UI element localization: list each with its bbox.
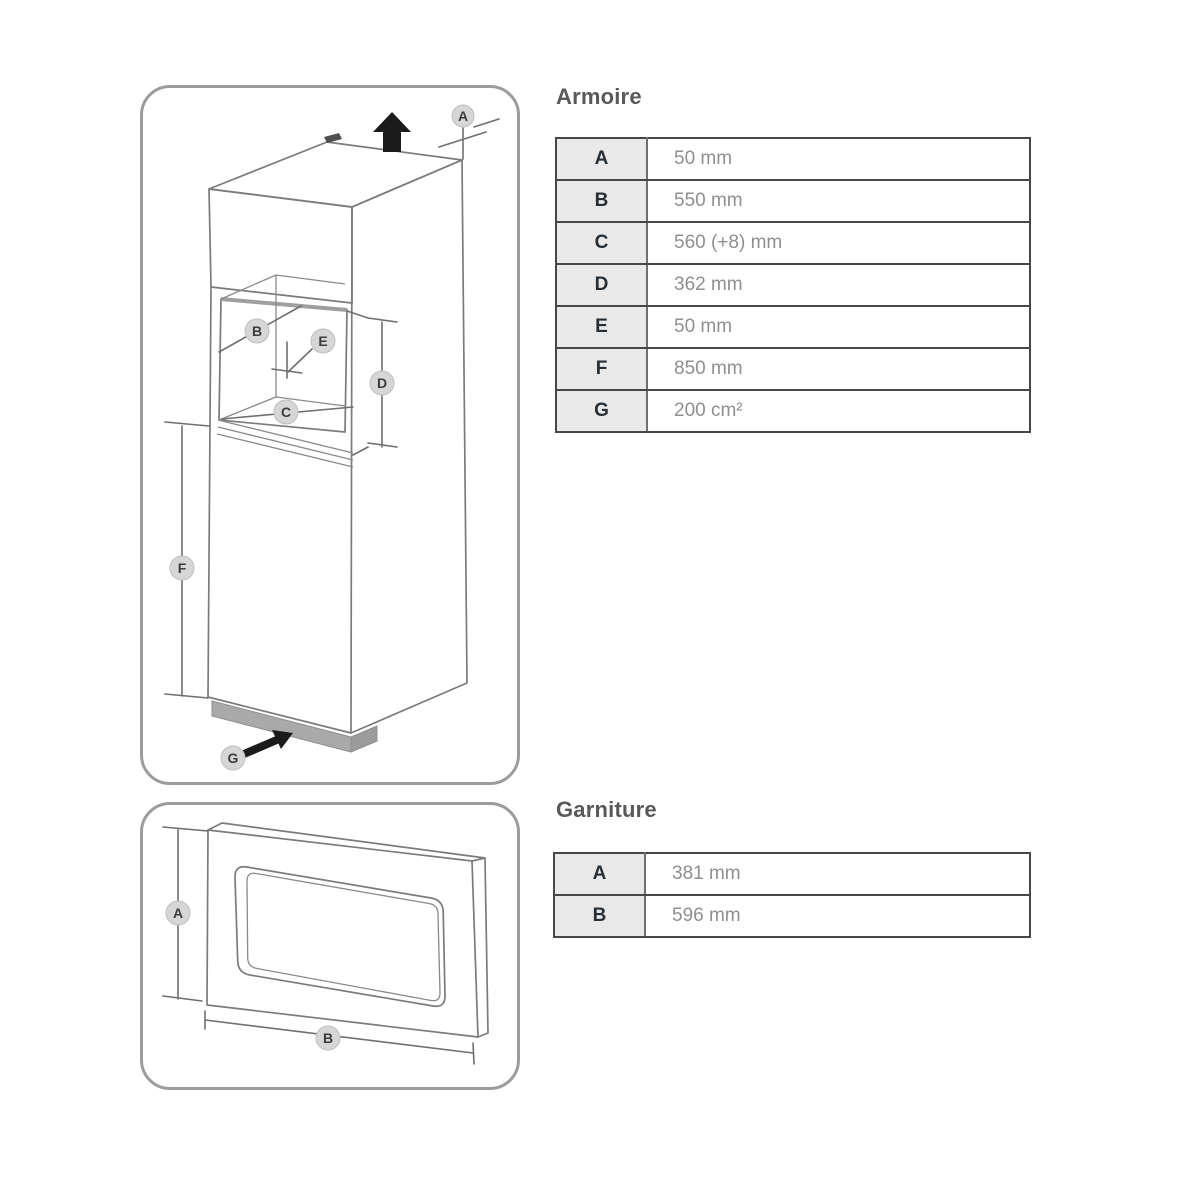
table-row: B 550 mm [556, 179, 1030, 223]
dim-key-cell: A [554, 852, 646, 896]
svg-text:C: C [281, 404, 291, 420]
svg-text:D: D [377, 375, 387, 391]
dim-label-d: D [369, 370, 395, 396]
dim-key-cell: B [556, 179, 648, 223]
svg-text:F: F [178, 560, 187, 576]
table-row: A 50 mm [556, 137, 1030, 181]
dim-d: D [346, 310, 398, 456]
svg-text:G: G [228, 750, 239, 766]
table-row: C 560 (+8) mm [556, 221, 1030, 265]
table-row: A 381 mm [554, 852, 1030, 896]
dim-value-cell: 550 mm [647, 179, 1030, 223]
trim-line-art [206, 822, 489, 1038]
dim-value-cell: 596 mm [645, 894, 1030, 938]
table-row: G 200 cm² [556, 389, 1030, 433]
svg-text:B: B [252, 323, 262, 339]
dim-c: C [221, 399, 354, 425]
dim-value-cell: 362 mm [647, 263, 1030, 307]
cabinet-diagram: A B E [164, 104, 500, 771]
dim-e: E [271, 328, 336, 379]
dim-label-e: E [310, 328, 336, 354]
up-arrow-icon [373, 112, 411, 152]
svg-text:E: E [318, 333, 327, 349]
dim-value-cell: 850 mm [647, 347, 1030, 391]
table-row: B 596 mm [554, 894, 1030, 938]
trim-dim-b: B [204, 1010, 475, 1065]
dim-label-c: C [273, 399, 299, 425]
vent-strip-side [350, 725, 378, 753]
airflow-arrow-icon [242, 735, 281, 758]
dim-label-b: B [244, 318, 270, 344]
dim-value-cell: 200 cm² [647, 389, 1030, 433]
table-row: F 850 mm [556, 347, 1030, 391]
trim-dim-label-a: A [165, 900, 191, 926]
dim-value-cell: 560 (+8) mm [647, 221, 1030, 265]
trim-dim-a: A [162, 826, 209, 1002]
dim-g: G [220, 730, 293, 771]
dim-key-cell: G [556, 389, 648, 433]
dim-label-a: A [451, 104, 475, 128]
hinge-notch [324, 133, 342, 143]
dim-label-f: F [169, 555, 195, 581]
dim-label-g: G [220, 745, 246, 771]
dim-value-cell: 50 mm [647, 137, 1030, 181]
table-row: E 50 mm [556, 305, 1030, 349]
garniture-table: A 381 mm B 596 mm [553, 852, 1031, 938]
dim-key-cell: B [554, 894, 646, 938]
svg-text:A: A [458, 108, 468, 124]
table-row: D 362 mm [556, 263, 1030, 307]
garniture-title: Garniture [556, 797, 657, 822]
svg-text:A: A [173, 905, 183, 921]
trim-diagram-panel: A B [140, 802, 520, 1090]
cabinet-line-art [207, 133, 468, 753]
airflow-arrow-head [272, 730, 293, 749]
dim-value-cell: 381 mm [645, 852, 1030, 896]
armoire-title: Armoire [556, 84, 642, 109]
dim-a: A [438, 104, 500, 160]
dim-key-cell: F [556, 347, 648, 391]
dim-b: B [218, 305, 302, 353]
cabinet-diagram-panel: A B E [140, 85, 520, 785]
trim-dim-label-b: B [315, 1025, 341, 1051]
dim-value-cell: 50 mm [647, 305, 1030, 349]
dim-f: F [164, 421, 210, 699]
armoire-table: A 50 mm B 550 mm C 560 (+8) mm D 362 mm … [555, 137, 1031, 433]
trim-diagram: A B [162, 822, 489, 1065]
dim-key-cell: A [556, 137, 648, 181]
dim-key-cell: D [556, 263, 648, 307]
dim-key-cell: C [556, 221, 648, 265]
dim-key-cell: E [556, 305, 648, 349]
svg-text:B: B [323, 1030, 333, 1046]
